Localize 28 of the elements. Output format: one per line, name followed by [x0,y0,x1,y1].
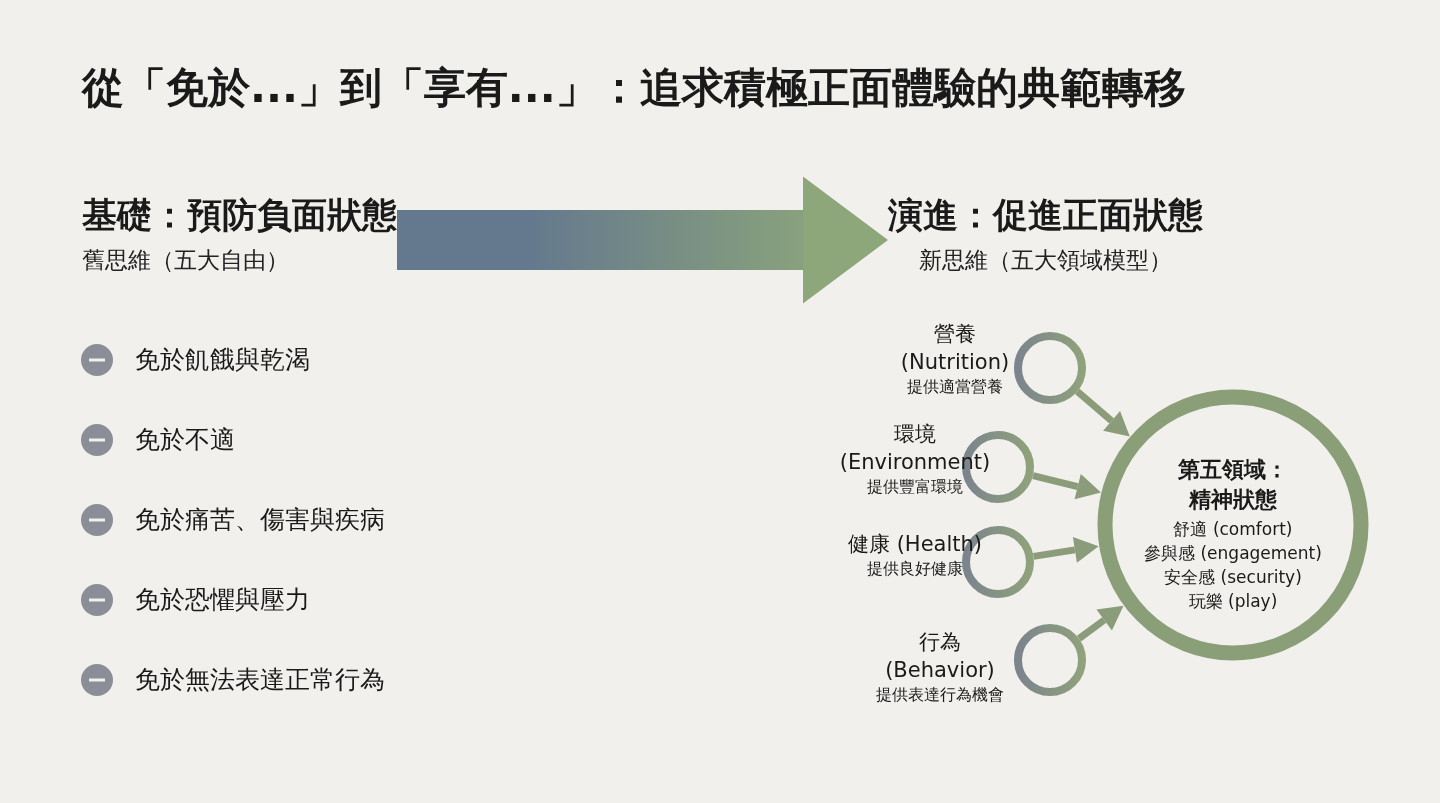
domain-item: 參與感 (engagement) [1144,542,1322,565]
domain-item: 玩樂 (play) [1188,590,1278,613]
section-heading: 演進：促進正面狀態 [888,194,1203,237]
section-subtitle: 新思維（五大領域模型） [919,246,1172,275]
list-item: 免於無法表達正常行為 [135,664,385,696]
arrow [1033,537,1099,563]
domain-description: 提供良好健康 [867,558,963,580]
domain-item: 舒適 (comfort) [1173,518,1293,541]
domain-name: 環境 (Environment) [838,421,992,476]
list-item: 免於恐懼與壓力 [135,584,310,616]
domain-name: 健康 (Health) [848,531,982,558]
domain-item: 安全感 (security) [1164,566,1302,589]
section-subtitle: 舊思維（五大自由） [82,246,289,275]
domain-name: 行為 (Behavior) [884,629,996,684]
domain-description: 提供適當營養 [907,376,1003,398]
arrow [1076,605,1124,642]
list-item: 免於不適 [135,424,235,456]
list-item: 免於飢餓與乾渴 [135,344,310,376]
domain-heading: 第五領域：精神狀態 [1177,456,1289,514]
domain-name: 營養 (Nutrition) [899,321,1011,376]
slide-title: 從「免於...」到「享有...」：追求積極正面體驗的典範轉移 [82,62,1186,114]
domain-description: 提供表達行為機會 [876,684,1004,706]
arrow [1075,388,1130,437]
arrow [1032,472,1101,500]
section-heading: 基礎：預防負面狀態 [82,194,397,237]
block-arrow [397,176,888,304]
list-item: 免於痛苦、傷害與疾病 [135,504,385,536]
domain-description: 提供豐富環境 [867,476,963,498]
